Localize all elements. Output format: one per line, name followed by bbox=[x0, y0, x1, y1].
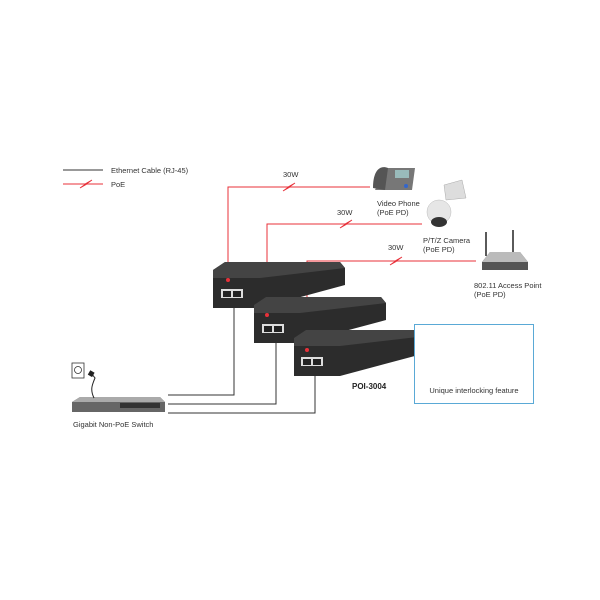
network-switch-icon bbox=[72, 397, 165, 412]
interlocking-inset: Unique interlocking feature bbox=[414, 324, 534, 404]
power-label-1: 30W bbox=[283, 170, 299, 179]
ethernet-link-3 bbox=[168, 376, 316, 414]
legend-ethernet-label: Ethernet Cable (RJ-45) bbox=[111, 166, 189, 175]
power-label-2: 30W bbox=[337, 208, 353, 217]
power-label-3: 30W bbox=[388, 243, 404, 252]
camera-label: P/T/Z Camera (PoE PD) bbox=[423, 236, 470, 254]
power-outlet-icon bbox=[71, 362, 96, 399]
poe-injector-2 bbox=[254, 297, 386, 343]
poe-injector-3 bbox=[294, 330, 426, 376]
device-sub: (PoE PD) bbox=[474, 290, 506, 299]
access-point-label: 802.11 Access Point (PoE PD) bbox=[474, 281, 541, 299]
device-name: 802.11 Access Point bbox=[474, 281, 542, 290]
ethernet-link-2 bbox=[168, 343, 277, 405]
video-phone-label: Video Phone (PoE PD) bbox=[377, 199, 420, 217]
lightning-icon bbox=[282, 182, 296, 192]
ethernet-link-1 bbox=[168, 306, 235, 396]
poe-link-1 bbox=[227, 186, 370, 278]
device-name: Video Phone bbox=[377, 199, 420, 208]
device-sub: (PoE PD) bbox=[377, 208, 409, 217]
switch-label: Gigabit Non-PoE Switch bbox=[73, 420, 154, 429]
access-point-icon bbox=[482, 230, 528, 270]
legend-poe-label: PoE bbox=[111, 180, 126, 189]
legend-lightning-icon bbox=[79, 179, 93, 189]
inset-caption: Unique interlocking feature bbox=[429, 386, 519, 395]
device-name: P/T/Z Camera bbox=[423, 236, 471, 245]
poe-injector-1 bbox=[213, 262, 345, 308]
ptz-camera-icon bbox=[426, 179, 467, 227]
lightning-icon bbox=[339, 219, 353, 229]
video-phone-icon bbox=[373, 167, 415, 190]
lightning-icon bbox=[389, 256, 403, 266]
device-sub: (PoE PD) bbox=[423, 245, 455, 254]
model-label: POI-3004 bbox=[352, 382, 387, 391]
